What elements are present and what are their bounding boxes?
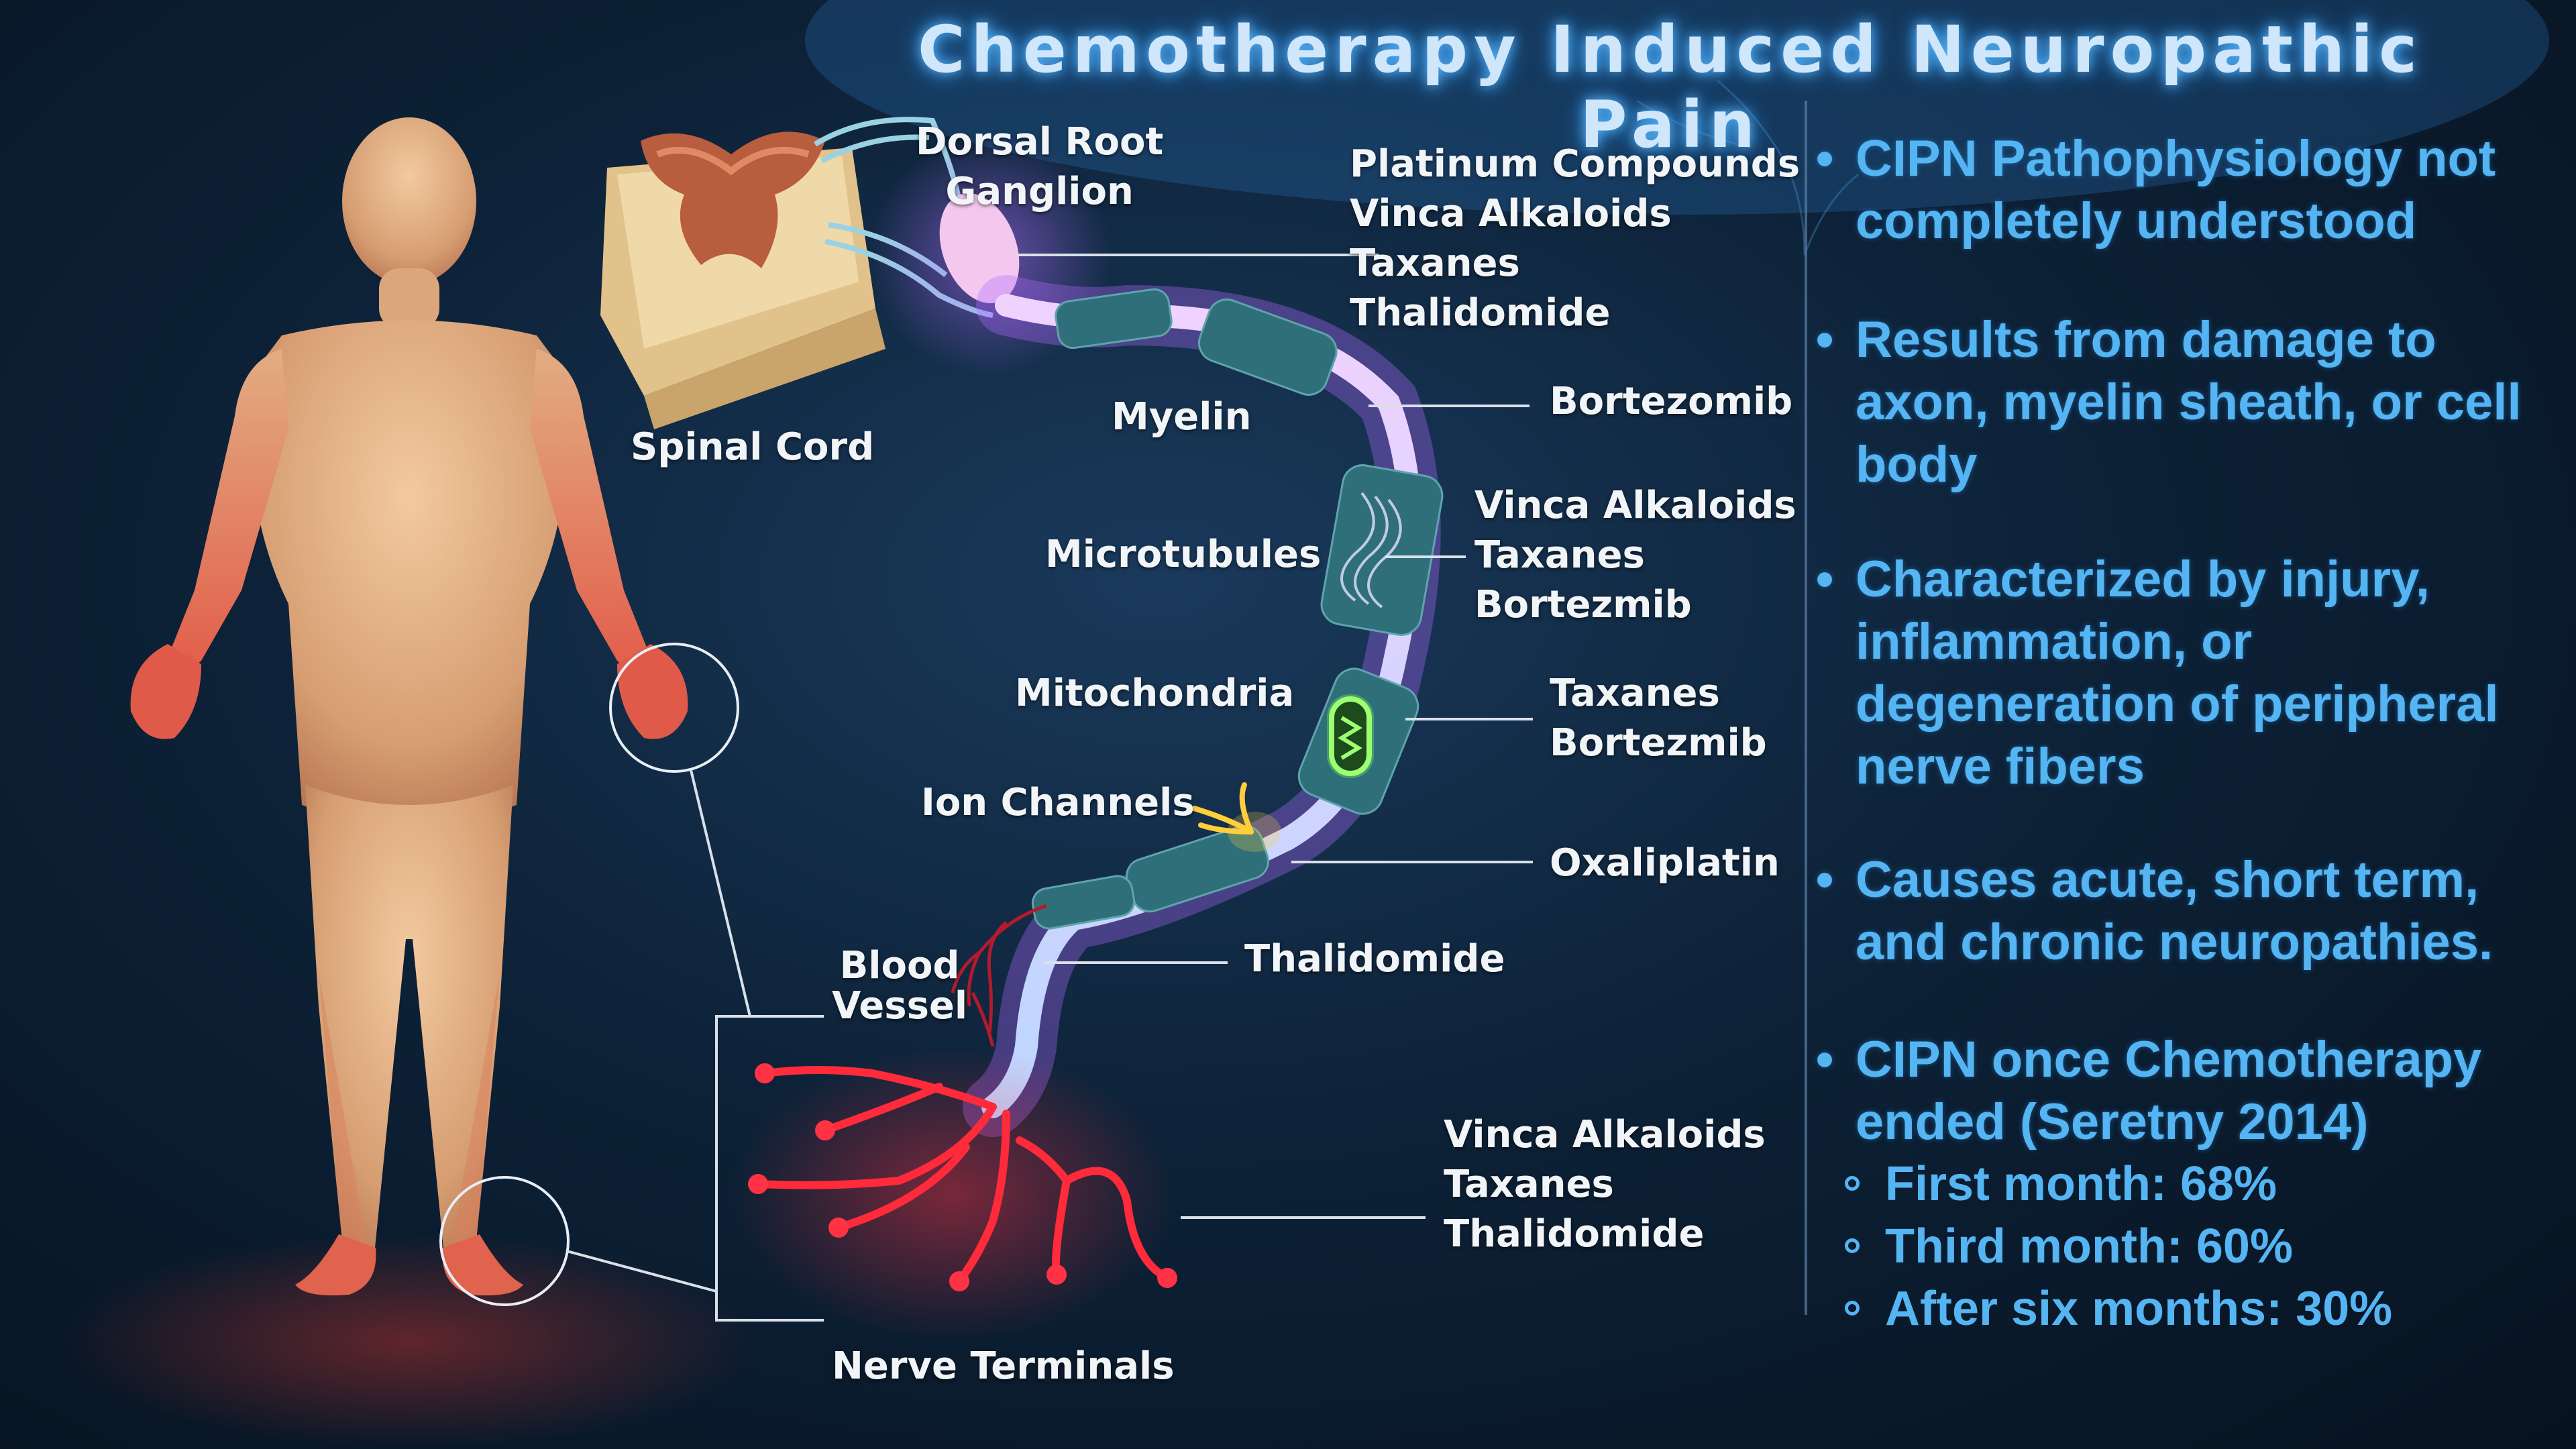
label-ion-channels: Ion Channels [921,781,1195,824]
bullet-text: Results from damage to axon, myelin shea… [1856,311,2522,493]
drug-item: Bortezmib [1550,721,1767,765]
label-blood-vessel: Blood Vessel [832,946,967,1026]
bullet-dot-icon: • [1815,1031,1834,1088]
drugs-myelin: Bortezomib [1550,377,1792,427]
drug-item: Vinca Alkaloids [1444,1113,1766,1157]
ring-bullet-icon [1845,1301,1860,1316]
bullet-text: CIPN Pathophysiology not completely unde… [1856,130,2496,250]
label-line: Blood [839,944,960,987]
myelin-segments [1031,288,1444,930]
microtubule-lines [1340,492,1402,608]
ion-channel [1191,782,1281,852]
drug-item: Thalidomide [1244,937,1505,981]
sub-bullet-third-month: Third month: 60% [1811,1216,2563,1278]
bullet-dot-icon: • [1815,851,1834,908]
drug-item: Vinca Alkaloids [1350,192,1672,235]
drug-item: Taxanes [1350,241,1520,285]
floor-glow [60,1234,758,1449]
drugs-ion-channels: Oxaliplatin [1550,839,1780,888]
drugs-ganglion: Platinum Compounds Vinca Alkaloids Taxan… [1350,140,1800,338]
label-dorsal-root-ganglion: Dorsal Root Ganglion [916,117,1163,217]
spinal-cord [600,131,885,429]
page-title: Chemotherapy Induced Neuropathic Pain [918,12,2423,162]
sub-bullet-six-months: After six months: 30% [1811,1278,2563,1340]
sub-bullet-text: Third month: 60% [1885,1220,2293,1273]
bullet-incidence: • CIPN once Chemotherapy ended (Seretny … [1811,1028,2563,1153]
drug-item: Taxanes [1474,533,1645,577]
drug-item: Taxanes [1444,1163,1614,1206]
bullet-pathophysiology: • CIPN Pathophysiology not completely un… [1811,127,2563,252]
nerve-bracket [715,1015,824,1322]
drugs-mitochondria: Taxanes Bortezmib [1550,669,1767,768]
drug-item: Thalidomide [1444,1212,1705,1256]
bullet-damage: • Results from damage to axon, myelin sh… [1811,309,2563,496]
ring-bullet-icon [1845,1238,1860,1253]
bullet-text: Causes acute, short term, and chronic ne… [1856,851,2493,971]
blood-vessel [951,904,1047,1047]
label-nerve-terminals: Nerve Terminals [832,1344,1175,1388]
summary-panel: • CIPN Pathophysiology not completely un… [1811,127,2563,1340]
drugs-nerve-terminals: Vinca Alkaloids Taxanes Thalidomide [1444,1110,1766,1259]
label-mitochondria: Mitochondria [1015,672,1295,715]
bullet-dot-icon: • [1815,130,1834,187]
bullet-characterized: • Characterized by injury, inflammation,… [1811,548,2563,798]
label-spinal-cord: Spinal Cord [631,425,875,469]
bullet-dot-icon: • [1815,551,1834,608]
drugs-blood-vessel: Thalidomide [1244,934,1505,984]
drugs-microtubules: Vinca Alkaloids Taxanes Bortezmib [1474,481,1796,630]
sub-bullet-text: First month: 68% [1885,1157,2277,1211]
bullet-text: CIPN once Chemotherapy ended (Seretny 20… [1856,1031,2482,1150]
label-line: Dorsal Root [916,120,1164,164]
ring-bullet-icon [1845,1176,1860,1191]
human-figure [130,117,688,1295]
label-myelin: Myelin [1112,395,1252,439]
leader-lines [1016,254,1533,1219]
drug-item: Bortezomib [1550,380,1793,423]
drug-item: Oxaliplatin [1550,841,1780,885]
bullet-dot-icon: • [1815,311,1834,368]
bullet-text: Characterized by injury, inflammation, o… [1856,551,2499,795]
dorsal-root-ganglion [939,193,1020,304]
drug-item: Vinca Alkaloids [1474,484,1796,527]
hand-highlight-circle [609,643,739,773]
label-line: Vessel [832,984,968,1028]
drug-item: Platinum Compounds [1350,142,1801,186]
drug-item: Taxanes [1550,672,1720,715]
sub-bullet-text: After six months: 30% [1885,1282,2393,1336]
bullet-causes: • Causes acute, short term, and chronic … [1811,849,2563,973]
sub-bullet-first-month: First month: 68% [1811,1153,2563,1216]
mitochondrion [1327,694,1374,778]
nerve-terminals [754,1066,1171,1285]
label-line: Ganglion [945,170,1134,213]
drug-item: Bortezmib [1474,583,1692,627]
foot-highlight-circle [439,1176,570,1306]
drug-item: Thalidomide [1350,291,1611,335]
label-microtubules: Microtubules [1045,533,1322,576]
